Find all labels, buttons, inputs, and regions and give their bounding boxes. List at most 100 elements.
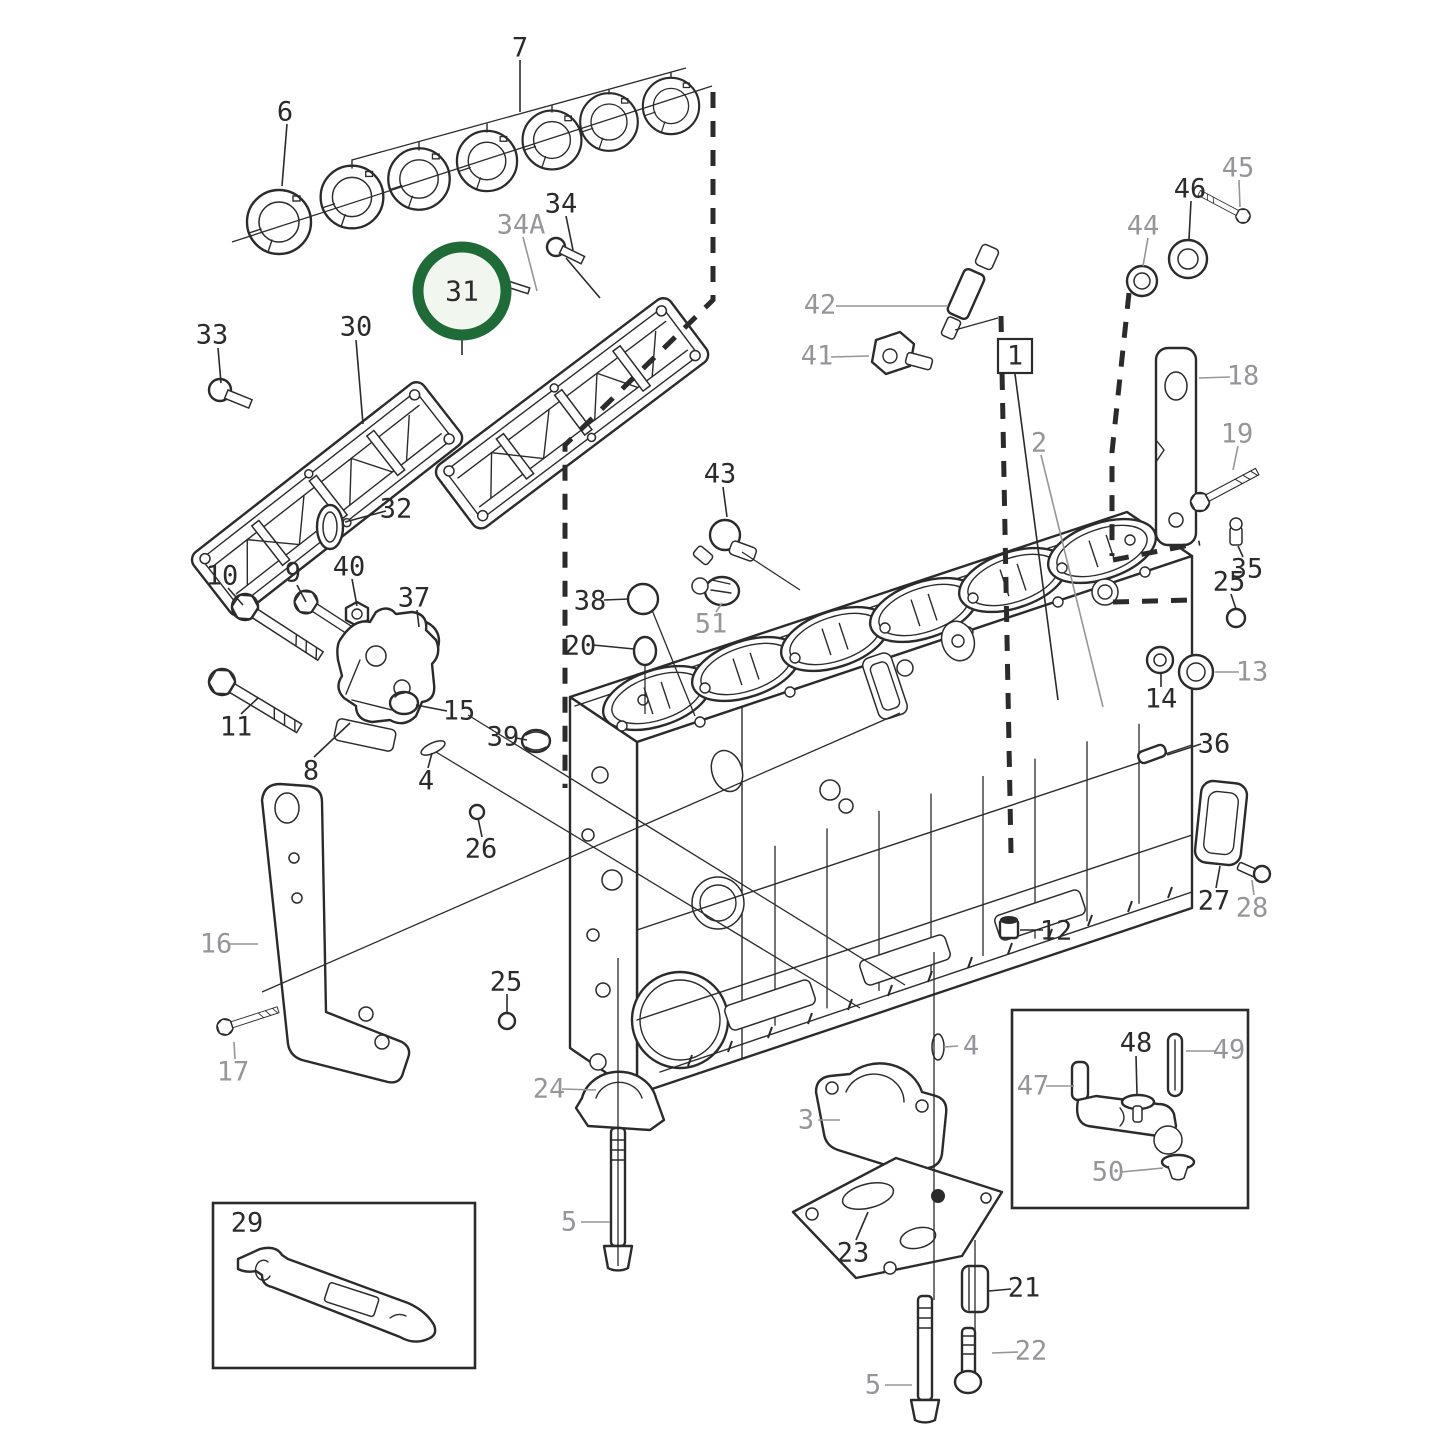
leader-line xyxy=(1040,454,1104,708)
part-label-35: 35 xyxy=(1231,554,1264,585)
deck-hole xyxy=(967,592,979,604)
leader-line xyxy=(477,817,483,838)
leader-line xyxy=(561,1088,597,1091)
leader-line xyxy=(1142,237,1149,267)
sensor-43 xyxy=(692,518,758,566)
bore-reflection xyxy=(1088,534,1116,568)
part-label-14: 14 xyxy=(1145,684,1178,715)
part-label-24: 24 xyxy=(533,1074,566,1105)
part-label-7: 7 xyxy=(512,33,528,64)
leader-line xyxy=(355,339,364,425)
leader-line xyxy=(1198,376,1231,379)
deck-hole xyxy=(616,720,628,732)
rail-tick xyxy=(1007,942,1013,955)
leader-line xyxy=(991,1351,1019,1354)
grommet-50 xyxy=(1160,1153,1196,1181)
bolt-19 xyxy=(1186,462,1263,516)
main-bearing-shells xyxy=(245,72,701,256)
rail-tick xyxy=(767,1026,773,1039)
dashed-line xyxy=(562,92,716,788)
part-label-28: 28 xyxy=(1236,893,1269,924)
plug-15 xyxy=(388,690,420,716)
part-label-45: 45 xyxy=(1222,153,1255,184)
part-label-37: 37 xyxy=(398,583,431,614)
construction-line xyxy=(231,85,713,243)
oil-pump-8 xyxy=(333,607,440,752)
bolt-17 xyxy=(214,1001,282,1038)
washer-48 xyxy=(1120,1093,1156,1123)
part-label-22: 22 xyxy=(1015,1336,1048,1367)
leader-line xyxy=(427,752,433,769)
dashed-assembly-lines xyxy=(562,92,1201,854)
leader-line xyxy=(515,737,528,741)
part-label-40: 40 xyxy=(333,552,366,583)
bolt-28 xyxy=(1236,861,1272,884)
rail-tick xyxy=(927,970,933,983)
leader-line xyxy=(1166,743,1202,756)
part-label-39: 39 xyxy=(487,722,520,753)
shell-pointer-ticks xyxy=(351,72,672,169)
rail-tick xyxy=(1127,900,1133,913)
leader-line xyxy=(592,644,635,650)
part-label-43: 43 xyxy=(704,459,737,490)
part-label-12: 12 xyxy=(1040,916,1073,947)
leader-line xyxy=(227,587,244,606)
inset-boxes xyxy=(211,1008,1250,1370)
oring-32 xyxy=(315,503,345,551)
dashed-line xyxy=(998,315,1014,854)
leader-line xyxy=(1251,879,1255,896)
construction-line xyxy=(741,551,801,591)
leader-line xyxy=(1120,1167,1164,1173)
part-label-19: 19 xyxy=(1221,419,1254,450)
part-label-16: 16 xyxy=(200,929,233,960)
part-label-34: 34 xyxy=(545,189,578,220)
part-label-46: 46 xyxy=(1174,174,1207,205)
construction-line xyxy=(954,317,999,331)
rail-tick xyxy=(807,1012,813,1025)
leader-lines xyxy=(217,60,1255,1386)
plate-23 xyxy=(791,1156,1004,1280)
washer-44 xyxy=(1125,264,1159,298)
rail-tick xyxy=(1047,928,1053,941)
construction-line xyxy=(467,714,906,986)
leader-line xyxy=(217,347,222,384)
part-label-33: 33 xyxy=(196,320,229,351)
deck-hole xyxy=(699,682,711,694)
rail-tick xyxy=(967,956,973,969)
part-label-41: 41 xyxy=(801,341,834,372)
deck-hole xyxy=(637,694,649,706)
pan-rail-ticks xyxy=(687,886,1173,1067)
deck-hole xyxy=(1052,596,1064,608)
rail-tick xyxy=(847,998,853,1011)
part-label-11: 11 xyxy=(220,712,253,743)
ball-25-right xyxy=(1225,607,1247,629)
part-label-49: 49 xyxy=(1213,1035,1246,1066)
part-label-15: 15 xyxy=(443,696,476,727)
deck-hole xyxy=(694,716,706,728)
dashed-line xyxy=(1112,540,1201,563)
leader-line xyxy=(1188,200,1192,240)
rail-tick xyxy=(1167,886,1173,899)
rail-tick xyxy=(727,1040,733,1053)
part-label-4: 4 xyxy=(418,766,434,797)
ball-25-left xyxy=(497,1011,517,1031)
part-label-5: 5 xyxy=(561,1207,577,1238)
leader-line xyxy=(830,355,870,358)
leader-line xyxy=(1215,865,1221,889)
plug-12 xyxy=(998,916,1020,940)
part-label-10: 10 xyxy=(206,561,239,592)
leader-line xyxy=(988,1288,1012,1292)
deck-hole xyxy=(1056,562,1068,574)
leader-line xyxy=(1238,179,1241,208)
rail-tick xyxy=(687,1054,693,1067)
bolt-5-right xyxy=(909,1294,941,1424)
part-label-30: 30 xyxy=(340,312,373,343)
part-label-9: 9 xyxy=(285,558,301,589)
bolt-22 xyxy=(953,1326,983,1395)
dashed-line xyxy=(1109,292,1132,556)
lever-detail-box xyxy=(1010,1008,1250,1210)
part-label-8: 8 xyxy=(303,756,319,787)
